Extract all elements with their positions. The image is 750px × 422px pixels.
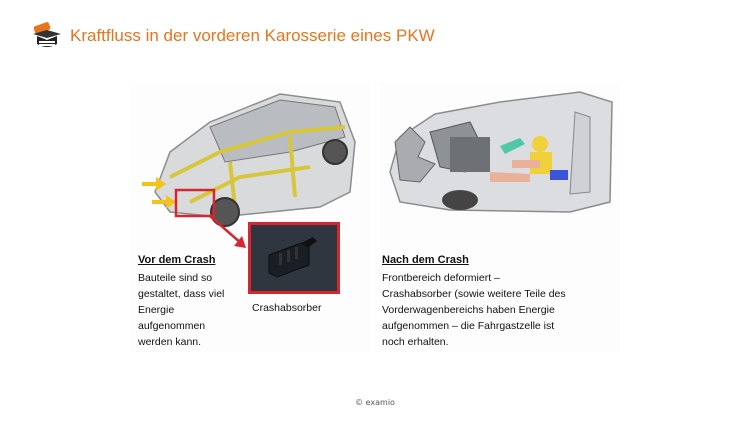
- after-crash-description: Frontbereich deformiert – Crashabsorber …: [382, 270, 566, 350]
- after-crash-heading: Nach dem Crash: [382, 254, 469, 266]
- page-title: Kraftfluss in der vorderen Karosserie ei…: [70, 26, 435, 46]
- copyright-footer: © examio: [0, 398, 750, 407]
- slide-header: Kraftfluss in der vorderen Karosserie ei…: [30, 20, 435, 52]
- intact-car-figure: Vor dem Crash Bauteile sind so gestaltet…: [130, 82, 370, 352]
- crash-absorber-label: Crashabsorber: [252, 302, 321, 314]
- before-crash-heading: Vor dem Crash: [138, 254, 215, 266]
- graduation-cap-book-icon: [30, 20, 64, 52]
- crash-absorber-image: [248, 222, 340, 294]
- before-crash-description: Bauteile sind so gestaltet, dass viel En…: [138, 270, 224, 350]
- crashed-car-figure: Nach dem Crash Frontbereich deformiert –…: [380, 82, 620, 352]
